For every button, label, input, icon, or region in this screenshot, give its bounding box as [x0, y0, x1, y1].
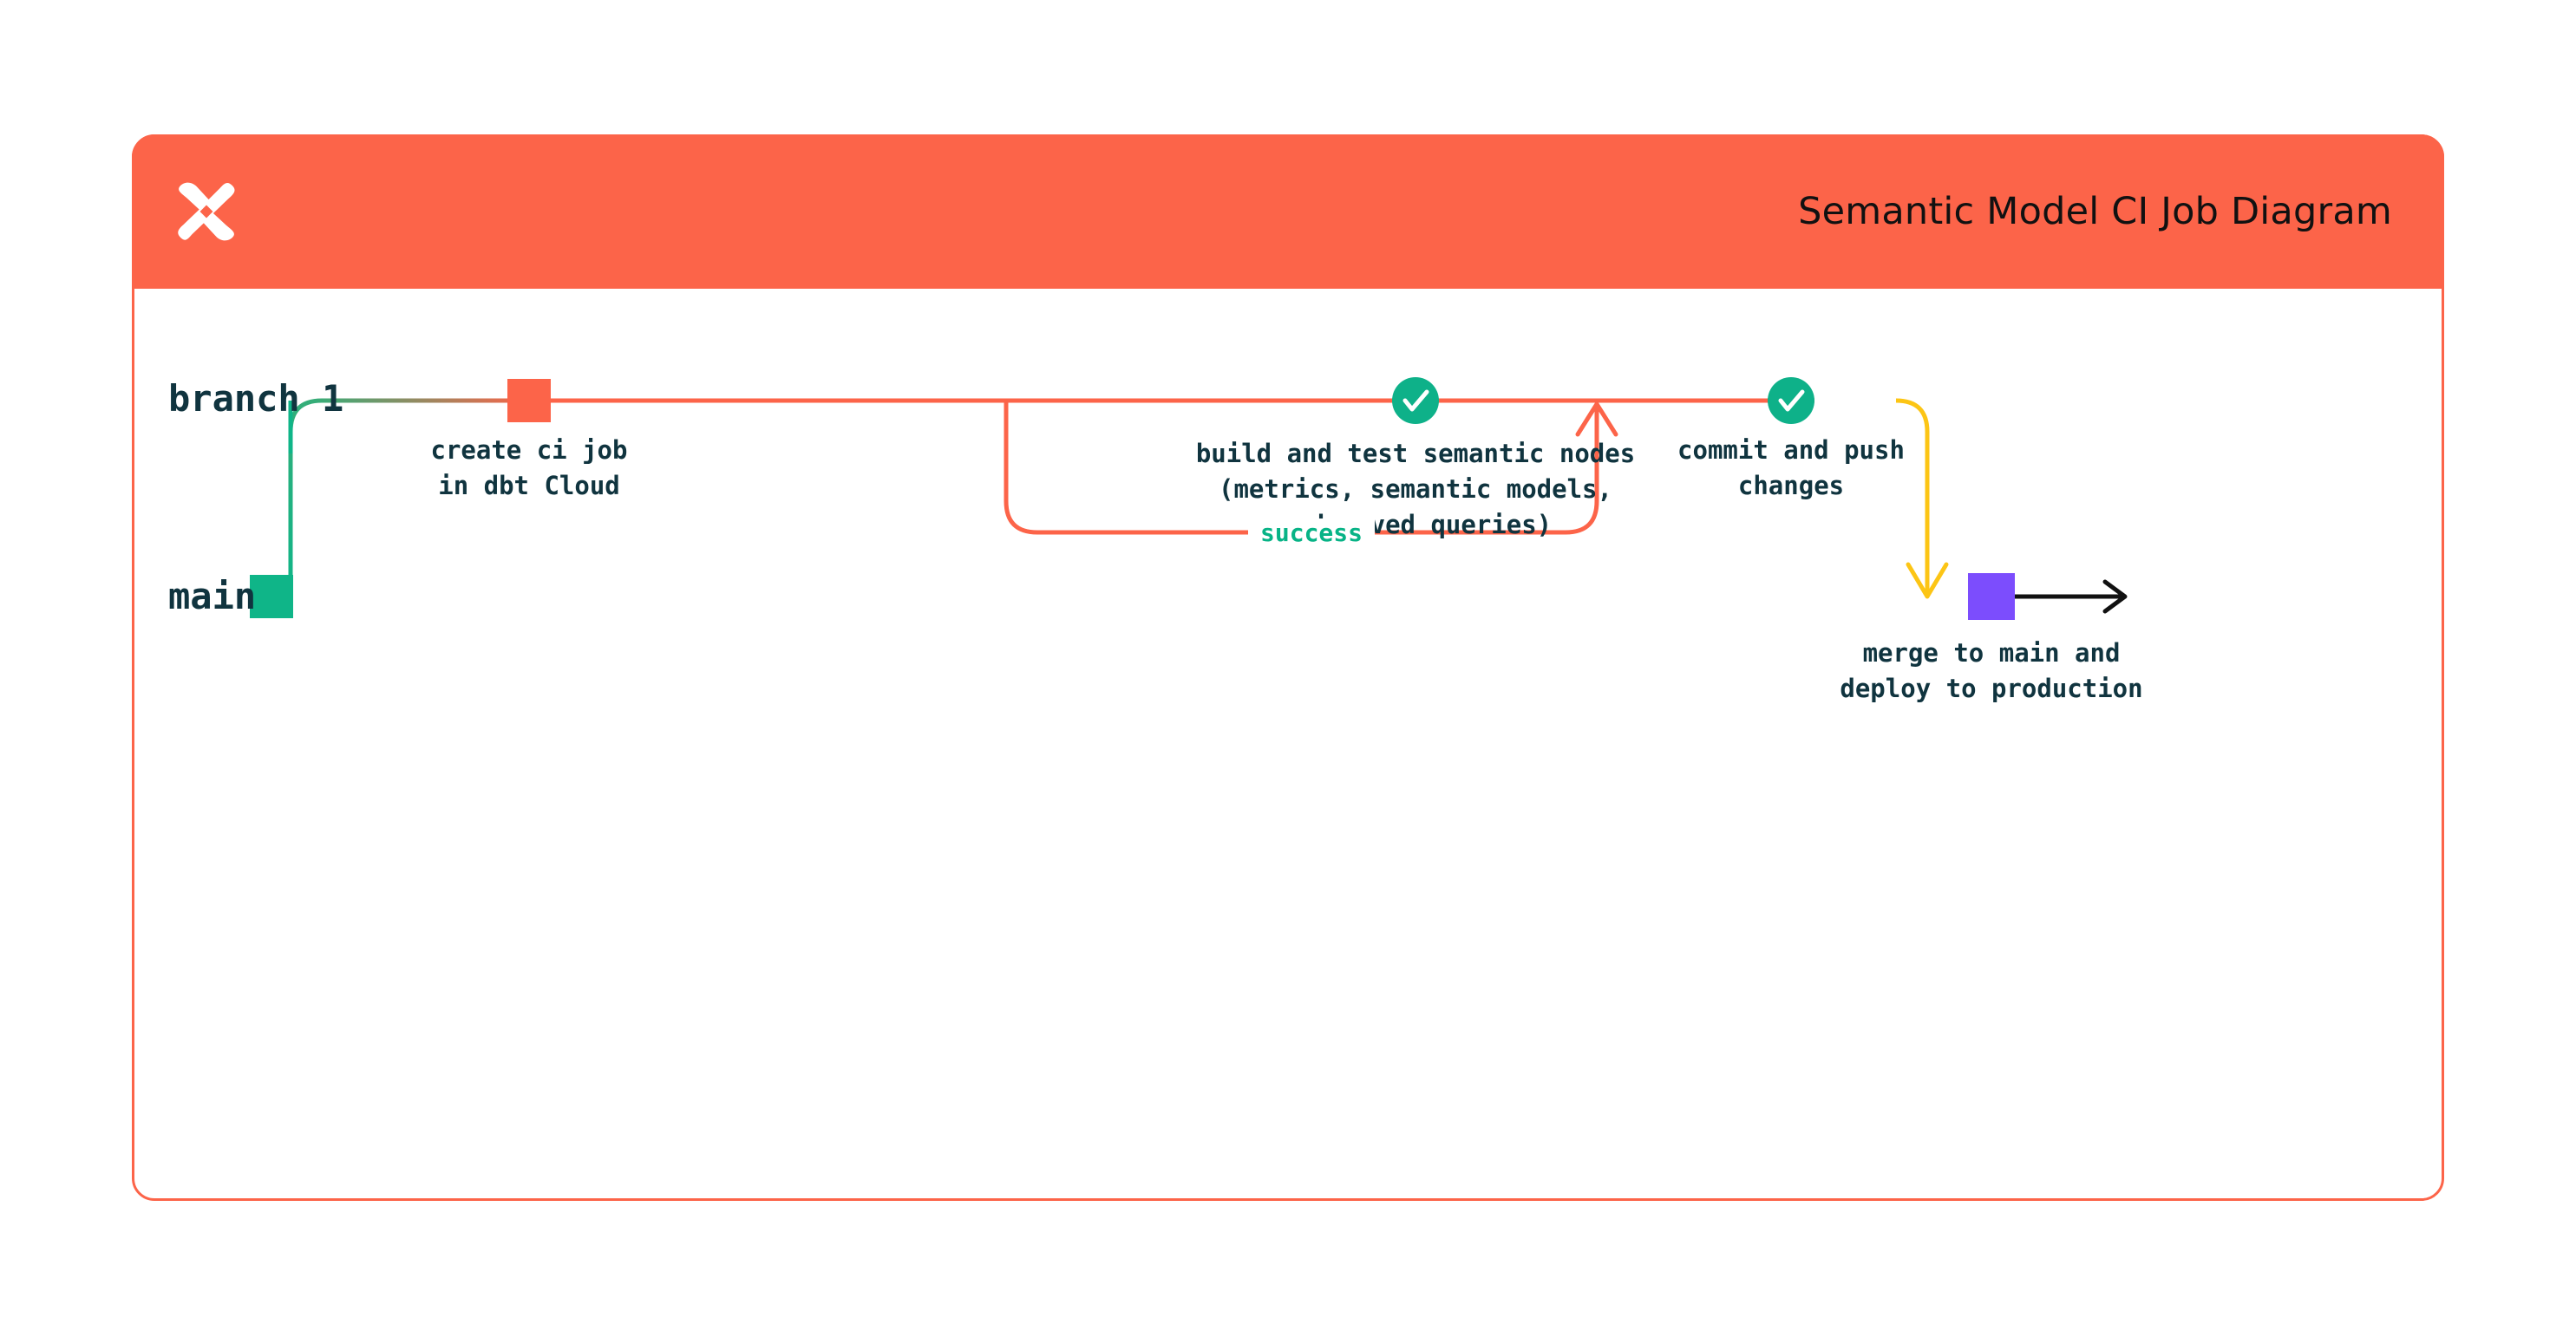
node-label-build-and-test: build and test semantic nodes (metrics, … — [1195, 439, 1636, 540]
node-commit-and-push[interactable] — [1768, 377, 1814, 424]
node-main-start[interactable] — [250, 575, 293, 618]
node-label-create-ci-job: create ci job in dbt Cloud — [430, 435, 628, 501]
page-title: Semantic Model CI Job Diagram — [1798, 190, 2392, 233]
merge-down-edge — [1895, 398, 1949, 599]
check-icon — [1778, 389, 1805, 412]
node-merge-to-main[interactable] — [1968, 573, 2015, 620]
node-create-ci-job[interactable] — [507, 379, 551, 422]
dbt-logo-icon — [178, 182, 235, 241]
edge-label-success: success — [1248, 519, 1376, 547]
main-continuation-arrow — [2014, 579, 2128, 614]
lane-label-main: main — [168, 575, 257, 617]
diagram-card: Semantic Model CI Job Diagram — [132, 134, 2444, 1201]
check-icon — [1402, 389, 1429, 412]
card-header: Semantic Model CI Job Diagram — [132, 134, 2444, 289]
diagram-canvas: branch 1 main create ci job in dbt Cloud… — [132, 289, 2444, 1201]
node-label-merge-to-main: merge to main and deploy to production — [1840, 638, 2143, 704]
node-label-commit-and-push: commit and push changes — [1677, 435, 1905, 501]
lane-label-branch1: branch 1 — [168, 377, 344, 420]
node-build-and-test[interactable] — [1392, 377, 1439, 424]
